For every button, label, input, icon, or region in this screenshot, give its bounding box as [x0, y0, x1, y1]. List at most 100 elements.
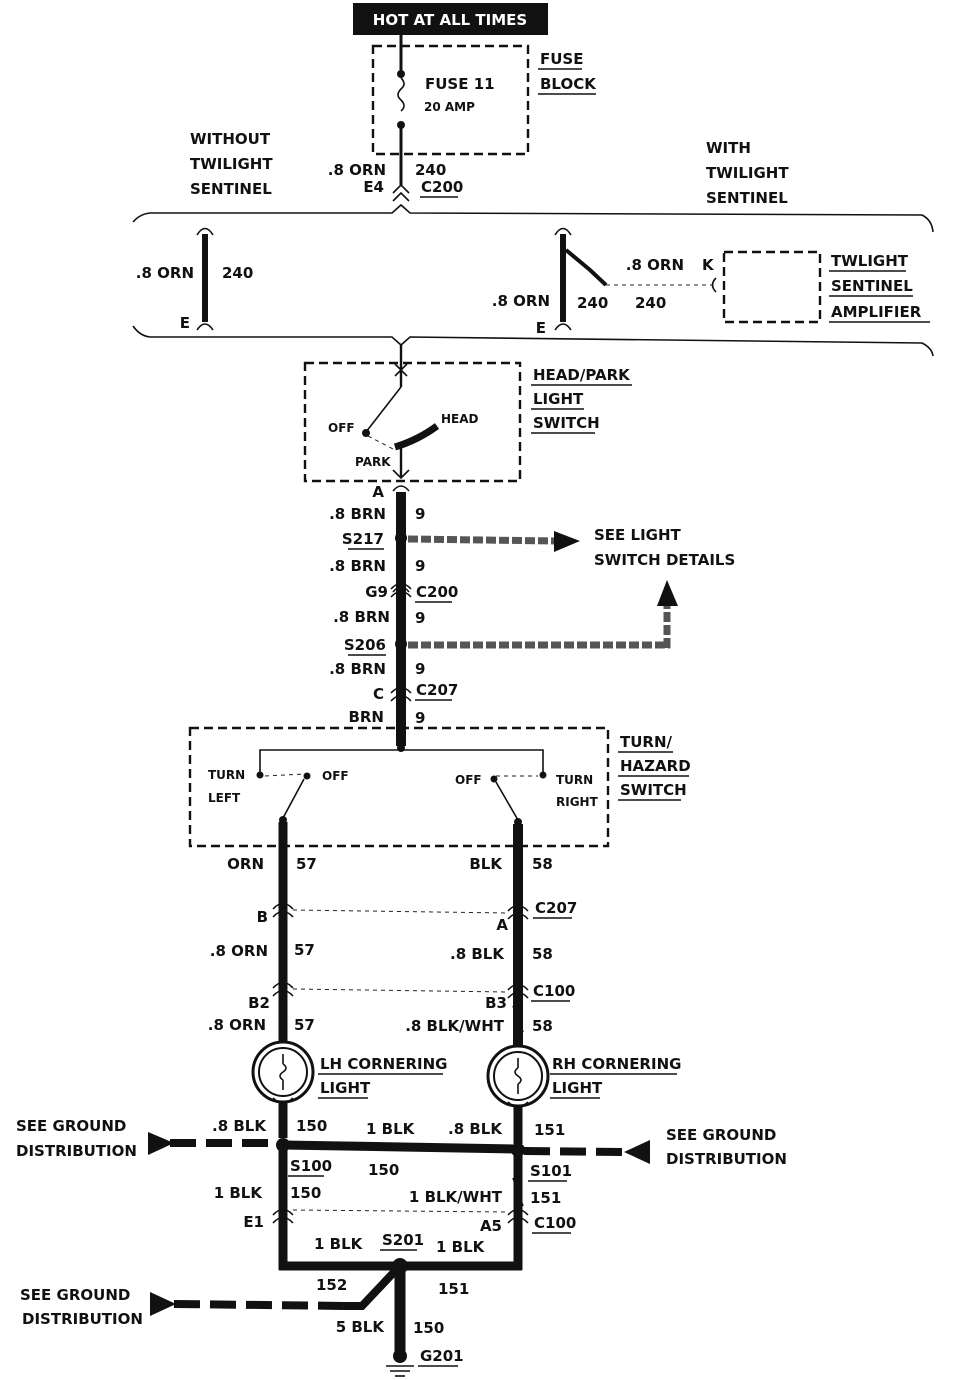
ground-bottom-circuit-left: 152: [316, 1276, 347, 1294]
ground-left-gauge: .8 BLK: [212, 1117, 267, 1135]
terminal-c: C: [373, 685, 384, 703]
turn-switch-label-1: TURN/: [620, 733, 673, 751]
ground-left-down-circuit: 150: [290, 1184, 321, 1202]
feed-circuit: 240: [415, 161, 446, 179]
feed-gauge: .8 ORN: [328, 161, 386, 179]
turn-switch-label-2: HAZARD: [620, 757, 691, 775]
head-contact: [393, 423, 440, 451]
without-sentinel-2: TWILIGHT: [190, 155, 273, 173]
ground-left-see-2: DISTRIBUTION: [16, 1142, 137, 1160]
ground-left-circuit: 150: [296, 1117, 327, 1135]
headlight-switch-label-3: SWITCH: [533, 414, 600, 432]
without-sentinel-1: WITHOUT: [190, 130, 271, 148]
ground-main-circuit: 150: [413, 1319, 444, 1337]
ground-arrow-left-icon: [148, 1132, 174, 1155]
turn-left-off: OFF: [322, 769, 349, 783]
rh-cornering-light-icon: [486, 1044, 550, 1108]
amplifier-label-3: AMPLIFIER: [831, 303, 922, 321]
switch-off: OFF: [328, 421, 355, 435]
rh-light-label-2: LIGHT: [552, 1079, 603, 1097]
ground-g201: G201: [420, 1347, 464, 1365]
fuse-block-box: [371, 44, 530, 156]
feed-terminal: E4: [363, 178, 384, 196]
ground-bottom-splice: S201: [382, 1231, 424, 1249]
arrow-right-icon: [554, 531, 580, 552]
lh-cornering-light-icon: [251, 1040, 315, 1104]
ground-mid-circuit: 150: [368, 1161, 399, 1179]
see-light-switch-2: SWITCH DETAILS: [594, 551, 735, 569]
see-light-switch-1: SEE LIGHT: [594, 526, 682, 544]
ground-bottom-circuit-right: 151: [438, 1280, 469, 1298]
ground-left-splice: S100: [290, 1157, 332, 1175]
main-gauge-2: .8 BRN: [329, 557, 386, 575]
ground-left-see-1: SEE GROUND: [16, 1117, 126, 1135]
left-terminal-2: B2: [248, 994, 270, 1012]
fuse-rating: 20 AMP: [424, 100, 475, 114]
with-sentinel-1: WITH: [706, 139, 751, 157]
left-circuit-1: 57: [296, 855, 317, 873]
terminal-g9: G9: [365, 583, 388, 601]
headlight-switch-label-2: LIGHT: [533, 390, 584, 408]
with-sentinel-3: SENTINEL: [706, 189, 788, 207]
headlight-switch-label-1: HEAD/PARK: [533, 366, 631, 384]
ground-symbol-icon: [386, 1349, 414, 1377]
option-bracket-top: [132, 203, 934, 233]
left-gauge-3: .8 ORN: [208, 1016, 266, 1034]
splice-s217: S217: [342, 530, 384, 548]
ground-right-connector: C100: [534, 1214, 576, 1232]
right-terminal-1: A: [496, 916, 508, 934]
lh-light-label-2: LIGHT: [320, 1079, 371, 1097]
turn-right-2: RIGHT: [556, 795, 599, 809]
without-terminal: E: [180, 314, 190, 332]
turn-right-off: OFF: [455, 773, 482, 787]
title-banner: [353, 3, 548, 35]
ground-right-terminal: A5: [480, 1217, 502, 1235]
fuse-icon: [397, 77, 405, 112]
ground-bottom-arrow-icon: [150, 1292, 176, 1316]
main-circuit-2: 9: [415, 557, 425, 575]
option-bracket-bottom: [132, 325, 934, 357]
main-gauge-4: .8 BRN: [329, 660, 386, 678]
right-circuit-1: 58: [532, 855, 553, 873]
main-circuit-3: 9: [415, 609, 425, 627]
main-gauge-3: .8 BRN: [333, 608, 390, 626]
with-circuit: 240: [577, 294, 608, 312]
turn-hazard-switch-box: [188, 726, 610, 848]
ground-main-gauge: 5 BLK: [336, 1318, 386, 1336]
without-sentinel-3: SENTINEL: [190, 180, 272, 198]
main-circuit-1: 9: [415, 505, 425, 523]
ground-right-gauge: .8 BLK: [448, 1120, 503, 1138]
fuse-block-label-2: BLOCK: [540, 75, 597, 93]
right-gauge-3: .8 BLK/WHT: [405, 1017, 505, 1035]
fuse-block-label-1: FUSE: [540, 50, 583, 68]
ground-mid-gauge: 1 BLK: [366, 1120, 416, 1138]
right-gauge-2: .8 BLK: [450, 945, 505, 963]
turn-right-1: TURN: [556, 773, 593, 787]
left-gauge-1: ORN: [227, 855, 264, 873]
title-text: HOT AT ALL TIMES: [373, 11, 527, 29]
headlight-terminal-a: A: [372, 483, 384, 501]
rh-light-label-1: RH CORNERING: [552, 1055, 681, 1073]
feed-connector: C200: [421, 178, 463, 196]
left-circuit-3: 57: [294, 1016, 315, 1034]
ground-right-see-1: SEE GROUND: [666, 1126, 776, 1144]
main-circuit-4: 9: [415, 660, 425, 678]
right-gauge-1: BLK: [469, 855, 503, 873]
with-gauge: .8 ORN: [492, 292, 550, 310]
arrow-up-icon: [657, 580, 678, 606]
ground-left-down-gauge: 1 BLK: [214, 1184, 264, 1202]
main-circuit-5: 9: [415, 709, 425, 727]
ground-right-splice: S101: [530, 1162, 572, 1180]
ground-right-down-circuit: 151: [530, 1189, 561, 1207]
ground-left-terminal: E1: [243, 1213, 264, 1231]
ground-right-see-2: DISTRIBUTION: [666, 1150, 787, 1168]
amplifier-label-1: TWLIGHT: [831, 252, 909, 270]
switch-park: PARK: [355, 455, 391, 469]
fuse-name: FUSE 11: [425, 75, 495, 93]
amplifier-box: [722, 250, 822, 324]
right-connector-1: C207: [535, 899, 577, 917]
lh-light-label-1: LH CORNERING: [320, 1055, 447, 1073]
ground-bottom-left-gauge: 1 BLK: [314, 1235, 364, 1253]
without-circuit: 240: [222, 264, 253, 282]
